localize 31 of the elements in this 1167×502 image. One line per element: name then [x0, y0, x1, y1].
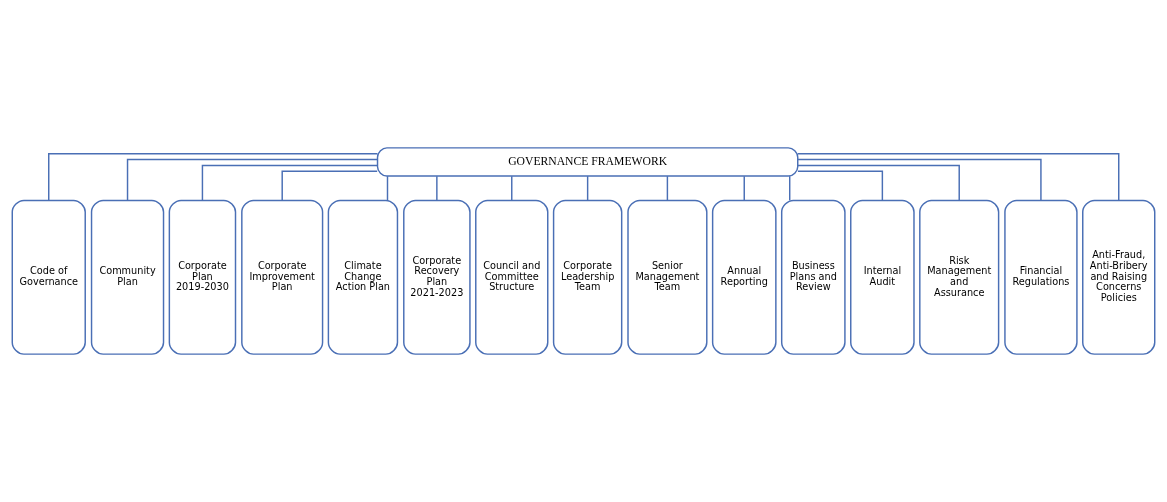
connector [201, 164, 378, 201]
connector [789, 175, 791, 202]
node-box: GOVERNANCE FRAMEWORK [376, 147, 799, 177]
node-box: Corporate Leadership Team [552, 199, 623, 355]
node-box: Code of Governance [11, 199, 86, 355]
node-box: Risk Management and Assurance [919, 199, 1000, 355]
connector [281, 170, 378, 201]
connector [126, 158, 379, 202]
node-box: Internal Audit [850, 199, 915, 355]
connector [386, 175, 389, 202]
node-box: Business Plans and Review [780, 199, 846, 355]
node-box: Council and Committee Structure [475, 199, 549, 355]
connector [666, 175, 669, 202]
connector [797, 153, 1120, 201]
node-box: Corporate Recovery Plan 2021-2023 [403, 199, 471, 355]
connector [436, 175, 438, 202]
connector [797, 164, 960, 201]
connector [743, 175, 745, 202]
connector [586, 175, 589, 202]
node-box: Anti-Fraud, Anti-Bribery and Raising Concerns Policies [1082, 199, 1156, 355]
node-box: Corporate Improvement Plan [241, 199, 324, 355]
node-box: Senior Management Team [627, 199, 708, 355]
connector [511, 175, 513, 202]
node-box: Annual Reporting [711, 199, 777, 355]
node-box: Community Plan [90, 199, 165, 355]
node-box: Corporate Plan 2019-2030 [168, 199, 237, 355]
connector [797, 170, 884, 201]
node-box: Financial Regulations [1004, 199, 1078, 355]
connector [48, 153, 379, 201]
connector [797, 158, 1042, 202]
node-box: Climate Change Action Plan [327, 199, 399, 355]
